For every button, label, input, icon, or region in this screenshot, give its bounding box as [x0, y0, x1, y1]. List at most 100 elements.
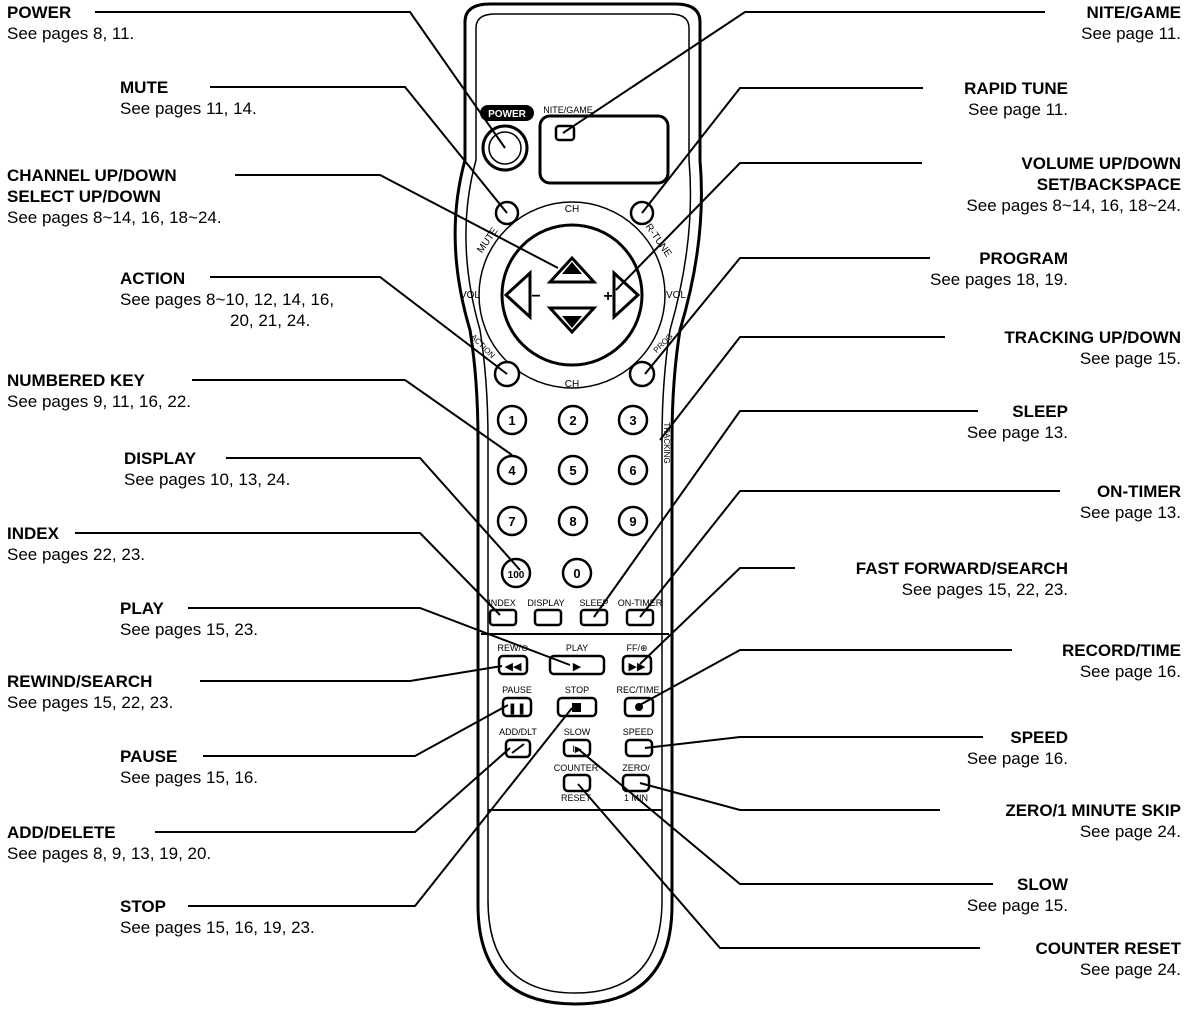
pause-icon: ❚❚ — [508, 703, 526, 715]
numbered-keypad: 1 2 3 4 5 6 7 8 9 100 0 — [496, 404, 649, 589]
key-7[interactable] — [496, 505, 528, 537]
key-9-label: 9 — [629, 514, 636, 529]
callout-rapid-tune: RAPID TUNE See page 11. — [964, 78, 1068, 120]
add-dlt-label: ADD/DLT — [499, 727, 537, 737]
callout-rewind: REWIND/SEARCH See pages 15, 22, 23. — [7, 671, 173, 713]
key-2[interactable] — [557, 404, 589, 436]
callout-ref: See page 24. — [1079, 960, 1181, 979]
power-label-pill — [480, 105, 534, 121]
callout-speed: SPEED See page 16. — [967, 727, 1068, 769]
callout-title: RECORD/TIME — [1062, 641, 1181, 660]
counter-reset-button[interactable] — [562, 773, 592, 793]
rec-time-label: REC/TIME — [616, 685, 659, 695]
index-label: INDEX — [488, 598, 516, 608]
callout-title: CHANNEL UP/DOWN — [7, 166, 177, 185]
callout-sleep: SLEEP See page 13. — [967, 401, 1068, 443]
leader-counter-reset — [577, 783, 980, 949]
zero-one-minute-button[interactable] — [621, 773, 651, 793]
key-8[interactable] — [557, 505, 589, 537]
callout-title: SLEEP — [1012, 402, 1068, 421]
sleep-button[interactable] — [579, 608, 609, 627]
callout-ref: See page 15. — [1079, 349, 1181, 368]
callout-title: MUTE — [120, 78, 169, 97]
callout-display: DISPLAY See pages 10, 13, 24. — [124, 448, 290, 490]
rew-label: REW/⊖ — [497, 643, 528, 653]
callout-title: TRACKING UP/DOWN — [1004, 328, 1181, 347]
callout-zero-skip: ZERO/1 MINUTE SKIP See page 24. — [1005, 800, 1181, 842]
key-100-label: 100 — [508, 570, 525, 581]
key-6[interactable] — [617, 454, 649, 486]
zero-label: ZERO/ — [622, 763, 650, 773]
callout-title: PAUSE — [120, 747, 178, 766]
sleep-label: SLEEP — [579, 598, 608, 608]
leader-action — [210, 276, 508, 375]
key-0[interactable] — [561, 557, 593, 589]
callout-ref: See pages 10, 13, 24. — [124, 470, 291, 489]
play-button[interactable] — [548, 654, 606, 676]
display-button[interactable] — [533, 608, 563, 627]
play-icon: ▶ — [573, 661, 582, 673]
leader-mute — [210, 86, 508, 214]
remote-body-inner — [465, 13, 692, 994]
ff-label: FF/⊕ — [626, 643, 647, 653]
callout-ref: See pages 18, 19. — [929, 270, 1068, 289]
callout-title-2: SELECT UP/DOWN — [7, 187, 161, 206]
callout-title: INDEX — [7, 524, 59, 543]
callout-title: PROGRAM — [979, 249, 1068, 268]
callout-ref: See pages 15, 22, 23. — [7, 693, 174, 712]
callout-ref-2: 20, 21, 24. — [230, 311, 311, 330]
callout-title: SLOW — [1017, 875, 1068, 894]
leader-display — [226, 457, 521, 571]
leader-nite-game — [562, 11, 1045, 134]
key-5[interactable] — [557, 454, 589, 486]
rewind-button[interactable] — [497, 654, 529, 676]
key-4-label: 4 — [508, 463, 516, 478]
callout-title: RAPID TUNE — [964, 79, 1068, 98]
add-delete-slash — [511, 743, 525, 754]
index-button[interactable] — [488, 608, 518, 627]
volume-down-arrow-button[interactable] — [503, 269, 532, 321]
callout-title: COUNTER RESET — [1035, 939, 1181, 958]
leader-tracking — [659, 336, 945, 441]
leader-pause — [203, 704, 509, 757]
callout-ref: See pages 8, 9, 13, 19, 20. — [7, 844, 212, 863]
leader-fast-forward — [639, 567, 795, 665]
callout-title: FAST FORWARD/SEARCH — [855, 559, 1068, 578]
program-button[interactable] — [628, 360, 656, 388]
key-6-label: 6 — [629, 463, 636, 478]
leader-rewind — [200, 665, 503, 682]
key-9[interactable] — [617, 505, 649, 537]
callout-power: POWER See pages 8, 11. — [7, 2, 134, 44]
leader-sleep — [593, 410, 978, 618]
nav-disc — [500, 223, 644, 367]
leader-add-delete — [155, 747, 511, 833]
key-100[interactable] — [500, 557, 532, 589]
leader-volume — [615, 162, 922, 291]
callout-play: PLAY See pages 15, 23. — [120, 598, 258, 640]
key-3[interactable] — [617, 404, 649, 436]
speed-label: SPEED — [623, 727, 654, 737]
leader-power — [95, 11, 506, 149]
callout-title: REWIND/SEARCH — [7, 672, 153, 691]
callout-ref: See pages 15, 16, 19, 23. — [120, 918, 315, 937]
nite-game-label: NITE/GAME — [543, 105, 593, 115]
callout-stop: STOP See pages 15, 16, 19, 23. — [120, 896, 315, 938]
callout-title: NUMBERED KEY — [7, 371, 145, 390]
callout-title: SPEED — [1010, 728, 1068, 747]
callout-volume: VOLUME UP/DOWN SET/BACKSPACE See pages 8… — [966, 153, 1181, 216]
key-4[interactable] — [496, 454, 528, 486]
callout-numbered-key: NUMBERED KEY See pages 9, 11, 16, 22. — [7, 370, 191, 412]
leader-numbered-key — [192, 379, 513, 456]
nav-ring-outer — [478, 201, 666, 389]
key-1[interactable] — [496, 404, 528, 436]
callout-ref: See pages 11, 14. — [120, 99, 257, 118]
slow-label: SLOW — [564, 727, 591, 737]
callout-ref: See pages 15, 16. — [120, 768, 259, 787]
callout-ref: See pages 22, 23. — [7, 545, 146, 564]
callout-tracking: TRACKING UP/DOWN See page 15. — [1004, 327, 1181, 369]
key-5-label: 5 — [569, 463, 576, 478]
on-timer-button[interactable] — [625, 608, 655, 627]
callout-title: ACTION — [120, 269, 186, 288]
volume-up-arrow-button[interactable] — [612, 269, 641, 321]
